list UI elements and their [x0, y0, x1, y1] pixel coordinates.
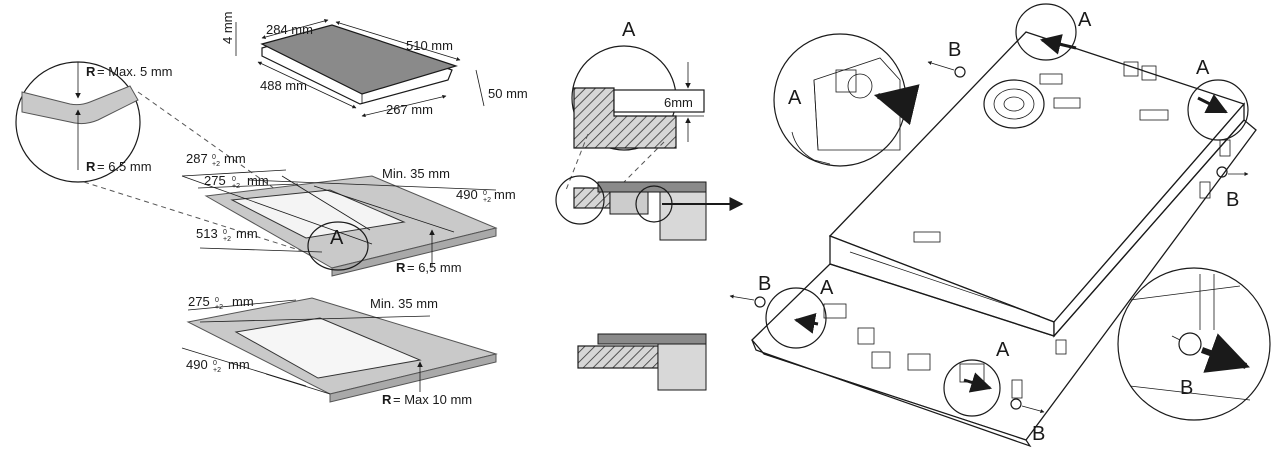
cutout-top-figure: A 287 0 +2 mm 275 0 +2 mm Min. 35 mm 490…	[181, 151, 516, 277]
svg-text:mm: mm	[224, 151, 246, 166]
section-detail-figure: A 6mm	[555, 19, 744, 391]
svg-text:mm: mm	[247, 173, 269, 188]
installation-figure: A A A A A B B B B B	[729, 3, 1271, 448]
r-max-5: = Max. 5 mm	[97, 64, 173, 79]
svg-text:0: 0	[213, 360, 217, 367]
marker-a-3: A	[820, 277, 834, 299]
marker-b-4: B	[1032, 423, 1045, 445]
min-35-bottom: Min. 35 mm	[370, 296, 438, 311]
svg-text:mm: mm	[494, 187, 516, 202]
dim-488: 488 mm	[260, 78, 307, 93]
marker-b-1: B	[948, 39, 961, 61]
svg-text:+2: +2	[213, 367, 221, 374]
r-max-10: = Max 10 mm	[393, 392, 472, 407]
dim-4: 4 mm	[220, 12, 235, 45]
detail-worktop-section	[21, 85, 139, 125]
cutout-opening-top	[230, 189, 406, 239]
marker-b-2: B	[1226, 189, 1239, 211]
svg-text:0: 0	[223, 229, 227, 236]
cutout-opening-bottom	[234, 317, 422, 379]
svg-text:mm: mm	[228, 357, 250, 372]
svg-text:+2: +2	[232, 183, 240, 190]
marker-a-cutout: A	[330, 227, 344, 249]
dim-275-bottom: 275	[188, 294, 210, 309]
hob-dimension-figure: 284 mm 510 mm 488 mm 50 mm 267 mm 4 mm	[220, 12, 528, 118]
r-label-bottom: R	[86, 159, 96, 174]
marker-a-1: A	[1078, 9, 1092, 31]
svg-text:+2: +2	[223, 236, 231, 243]
svg-text:0: 0	[232, 176, 236, 183]
dim-513: 513	[196, 226, 218, 241]
zoom-circle-b	[1117, 267, 1271, 421]
marker-b-5: B	[1180, 377, 1193, 399]
dim-275: 275	[204, 173, 226, 188]
r-label-bottom-cutout: R	[382, 392, 392, 407]
dim-510: 510 mm	[406, 38, 453, 53]
cutout-bottom-figure: 275 0 +2 mm Min. 35 mm 490 0 +2 mm R = M…	[181, 294, 498, 407]
marker-a-4: A	[996, 339, 1010, 361]
svg-text:+2: +2	[215, 304, 223, 311]
marker-a-2: A	[1196, 57, 1210, 79]
section-hob-edge	[613, 89, 705, 113]
svg-text:+2: +2	[212, 161, 220, 168]
dim-284: 284 mm	[266, 22, 313, 37]
svg-text:0: 0	[483, 190, 487, 197]
dim-490: 490	[456, 187, 478, 202]
dim-50: 50 mm	[488, 86, 528, 101]
dim-267: 267 mm	[386, 102, 433, 117]
r-label-cutout: R	[396, 260, 406, 275]
marker-a-5: A	[788, 87, 802, 109]
dim-490-bottom: 490	[186, 357, 208, 372]
dim-6mm: 6mm	[664, 95, 693, 110]
svg-text:mm: mm	[236, 226, 258, 241]
worktop-bottom-front	[329, 353, 497, 403]
r-6-5-cutout: = 6,5 mm	[407, 260, 462, 275]
detail-marker-circle	[307, 221, 369, 271]
svg-text:mm: mm	[232, 294, 254, 309]
r-label-top: R	[86, 64, 96, 79]
worktop-top-front	[331, 227, 497, 277]
marker-b-3: B	[758, 273, 771, 295]
svg-text:0: 0	[215, 297, 219, 304]
svg-text:+2: +2	[483, 197, 491, 204]
r-6-5: = 6.5 mm	[97, 159, 152, 174]
dim-287: 287	[186, 151, 208, 166]
radius-detail-figure: R = Max. 5 mm R = 6.5 mm	[15, 61, 331, 257]
min-35-top: Min. 35 mm	[382, 166, 450, 181]
svg-text:0: 0	[212, 154, 216, 161]
section-title-a: A	[622, 19, 636, 41]
